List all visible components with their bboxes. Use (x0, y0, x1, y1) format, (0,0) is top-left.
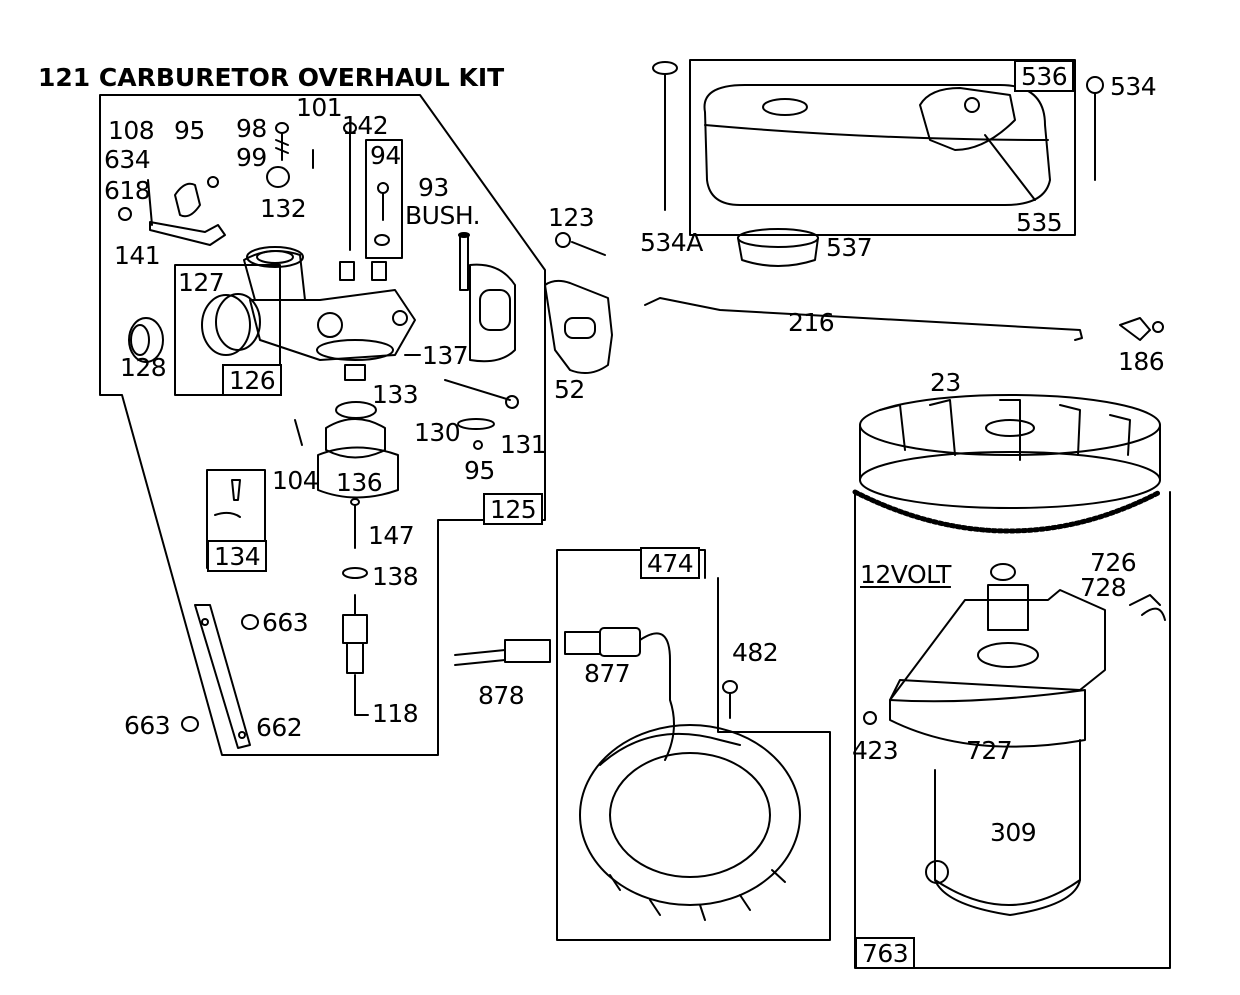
ring-gear-drawing (852, 489, 1163, 534)
kit-121-outline (99, 94, 546, 756)
label-132: 132 (260, 194, 307, 223)
kit-474-outline (556, 549, 831, 941)
label-127: 127 (178, 268, 225, 297)
part-128-drawing (128, 317, 164, 363)
label-726: 726 (1090, 548, 1137, 577)
fuel-tank-drawing (703, 84, 1051, 206)
part-136-bowl-drawing (317, 446, 399, 499)
part-52-gasket-drawing (544, 279, 613, 375)
label-98: 98 (236, 114, 267, 143)
label-537: 537 (826, 233, 873, 262)
label-bush: BUSH. (405, 201, 481, 230)
label-727: 727 (966, 736, 1013, 765)
label-535: 535 (1016, 208, 1063, 237)
label-137: 137 (422, 341, 469, 370)
label-131: 131 (500, 430, 547, 459)
label-101: 101 (296, 93, 343, 122)
label-634: 634 (104, 145, 151, 174)
label-877: 877 (584, 659, 631, 688)
part-216-rod-drawing (644, 297, 1083, 341)
label-125: 125 (483, 493, 544, 525)
label-95-lower: 95 (464, 456, 495, 485)
label-142: 142 (342, 111, 389, 140)
label-133: 133 (372, 380, 419, 409)
label-52: 52 (554, 375, 585, 404)
label-141: 141 (114, 241, 161, 270)
kit-121-title: 121 CARBURETOR OVERHAUL KIT (38, 63, 505, 92)
part-662-link-drawing (194, 604, 251, 749)
label-728: 728 (1080, 573, 1127, 602)
label-95: 95 (174, 116, 205, 145)
label-216: 216 (788, 308, 835, 337)
kit-763-outline (854, 491, 1171, 969)
label-186: 186 (1118, 347, 1165, 376)
label-878: 878 (478, 681, 525, 710)
label-108: 108 (108, 116, 155, 145)
starter-motor-drawing (934, 739, 1081, 906)
label-534: 534 (1110, 72, 1157, 101)
label-536: 536 (1014, 60, 1075, 92)
label-763: 763 (855, 937, 916, 969)
label-482: 482 (732, 638, 779, 667)
label-147: 147 (368, 521, 415, 550)
label-94: 94 (370, 141, 401, 170)
label-123: 123 (548, 203, 595, 232)
label-663-lower: 663 (124, 711, 171, 740)
label-12volt: 12VOLT (860, 560, 951, 589)
label-138: 138 (372, 562, 419, 591)
label-136: 136 (336, 468, 383, 497)
label-93: 93 (418, 173, 449, 202)
carburetor-body-drawing (201, 232, 516, 381)
label-104: 104 (272, 466, 319, 495)
label-474: 474 (640, 547, 701, 579)
kit-536-box (689, 59, 1076, 236)
label-130: 130 (414, 418, 461, 447)
stator-drawing (579, 724, 801, 921)
part-108-drawing (174, 182, 201, 218)
flywheel-drawing (859, 394, 1161, 509)
label-128: 128 (120, 353, 167, 382)
label-534a: 534A (640, 228, 703, 257)
label-309: 309 (990, 818, 1037, 847)
label-23: 23 (930, 368, 961, 397)
label-118: 118 (372, 699, 419, 728)
part-537-drawing (737, 228, 819, 248)
label-126: 126 (222, 364, 283, 396)
label-134: 134 (207, 540, 268, 572)
label-99: 99 (236, 143, 267, 172)
kit-94-box (365, 139, 403, 259)
label-663-upper: 663 (262, 608, 309, 637)
label-618: 618 (104, 176, 151, 205)
label-423: 423 (852, 736, 899, 765)
label-662: 662 (256, 713, 303, 742)
